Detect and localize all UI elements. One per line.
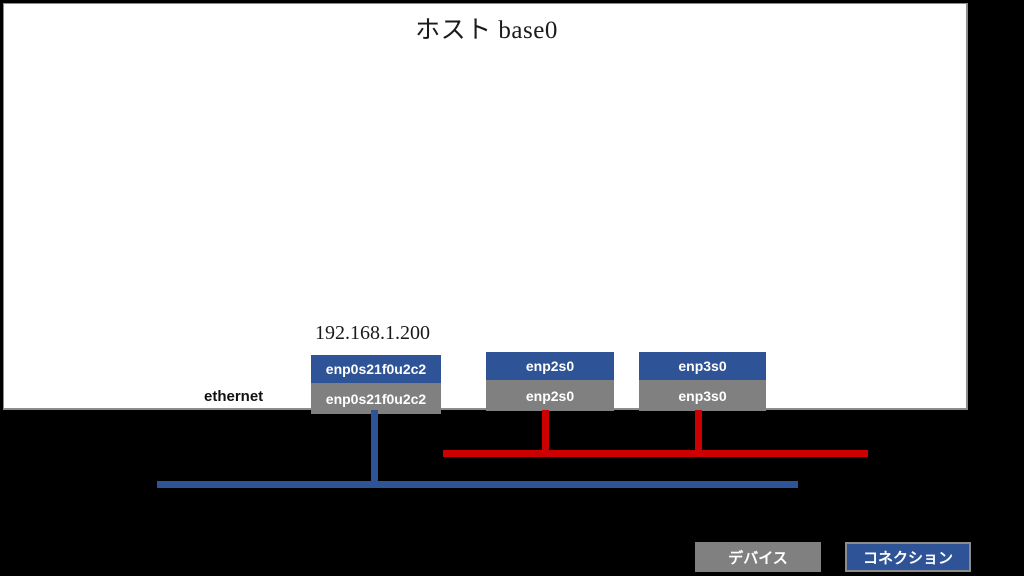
link-stem-blue-enp0s21f0u2c2 (371, 410, 378, 484)
interface-card-enp2s0[interactable]: enp2s0 enp2s0 (486, 352, 614, 411)
interface-card-enp3s0[interactable]: enp3s0 enp3s0 (639, 352, 766, 411)
host-panel: ホスト base0 192.168.1.200 ethernet enp0s21… (3, 3, 968, 414)
connection-name-label[interactable]: enp0s21f0u2c2 (311, 355, 441, 383)
page-title: ホスト base0 (415, 17, 558, 44)
ethernet-row-label: ethernet (204, 388, 264, 405)
link-stem-red-enp3s0 (695, 410, 702, 453)
connections-button[interactable]: コネクション (845, 542, 971, 572)
device-name-label[interactable]: enp3s0 (639, 380, 766, 411)
ip-address-label: 192.168.1.200 (315, 322, 430, 344)
device-name-label[interactable]: enp2s0 (486, 380, 614, 411)
connection-name-label[interactable]: enp3s0 (639, 352, 766, 380)
connection-name-label[interactable]: enp2s0 (486, 352, 614, 380)
network-bus-red (443, 450, 868, 457)
device-name-label[interactable]: enp0s21f0u2c2 (311, 383, 441, 414)
network-bus-blue (157, 481, 798, 488)
devices-button[interactable]: デバイス (695, 542, 821, 572)
link-stem-red-enp2s0 (542, 410, 549, 453)
interface-card-enp0s21f0u2c2[interactable]: enp0s21f0u2c2 enp0s21f0u2c2 (311, 355, 441, 414)
